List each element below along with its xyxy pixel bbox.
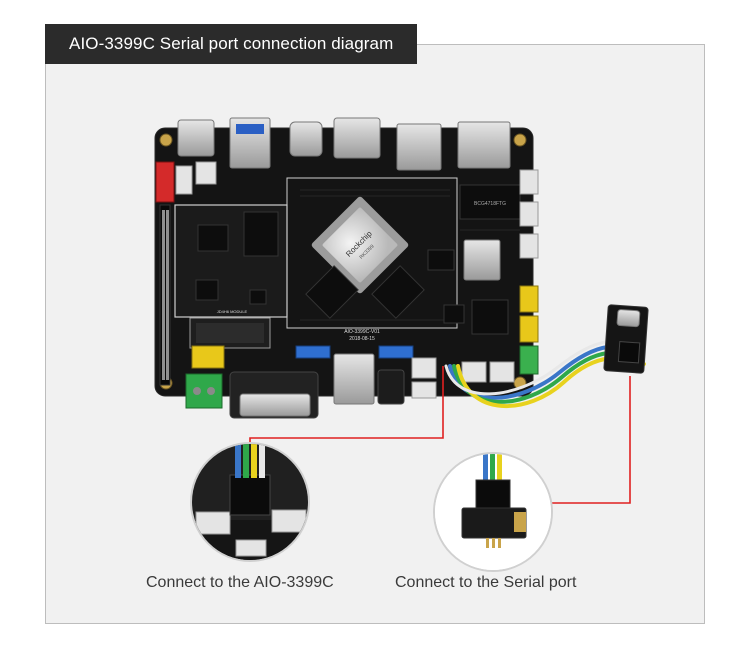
top-connectors bbox=[177, 117, 511, 171]
usb-to-serial-adapter-icon bbox=[603, 304, 649, 374]
diagram-title: AIO-3399C Serial port connection diagram bbox=[45, 24, 418, 64]
board-connector-closeup-icon bbox=[190, 442, 310, 562]
bottom-connectors bbox=[229, 353, 515, 419]
side-connectors bbox=[155, 161, 539, 409]
adapter-connector-closeup-icon bbox=[433, 452, 553, 572]
caption-aio-3399c: Connect to the AIO-3399C bbox=[146, 574, 334, 591]
board-date-label: 2018-08-15 bbox=[349, 336, 375, 342]
eth-chip-label: BCG4718FTG bbox=[474, 201, 506, 207]
leader-lines bbox=[249, 366, 631, 504]
caption-serial-port: Connect to the Serial port bbox=[395, 574, 577, 591]
board-model-label: AIO-3399C-V01 bbox=[344, 329, 380, 335]
pcb-board: Rockchip RK3399 JD4H6 MODULE BCG4718FTG … bbox=[154, 127, 534, 397]
module-label: JD4H6 MODULE bbox=[217, 309, 248, 314]
